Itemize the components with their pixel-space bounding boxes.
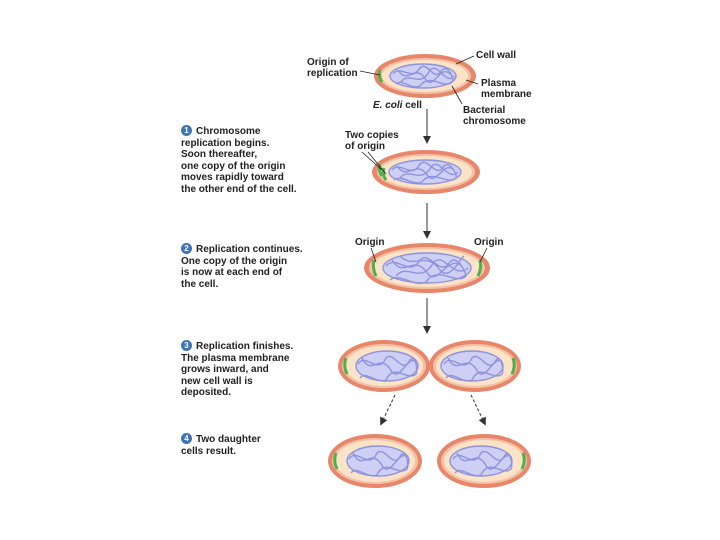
flow-arrows bbox=[380, 109, 486, 426]
label-plasma-membrane-line-1: Plasma bbox=[481, 78, 517, 89]
ecoli-cell-step-2 bbox=[364, 243, 490, 293]
step-3-line-4: new cell wall is bbox=[181, 375, 253, 387]
step-number-badge: 1 bbox=[181, 125, 192, 136]
bacterial-chromosome bbox=[389, 63, 457, 89]
bacterial-chromosome bbox=[388, 159, 462, 185]
label-two-copies-line-2: of origin bbox=[345, 141, 385, 152]
bacterial-chromosome bbox=[449, 445, 513, 477]
step-1-line-1: Chromosome bbox=[196, 126, 261, 137]
bacterial-chromosome-right bbox=[440, 350, 504, 382]
step-3-line-2: The plasma membrane bbox=[181, 352, 290, 364]
step-1-line-3: Soon thereafter, bbox=[181, 149, 258, 160]
step-1-description: 1 Chromosome replication begins. Soon the… bbox=[181, 125, 331, 195]
bacterial-chromosome bbox=[382, 252, 472, 285]
step-1-line-5: moves rapidly toward bbox=[181, 172, 284, 183]
bacterial-chromosome-left bbox=[355, 350, 419, 382]
step-number-badge: 2 bbox=[181, 243, 192, 254]
origin-marker bbox=[343, 357, 349, 375]
arrow-to-daughter-right bbox=[470, 394, 486, 426]
origin-marker bbox=[510, 357, 516, 375]
ecoli-cell-step-1 bbox=[372, 150, 480, 194]
label-plasma-membrane-line-2: membrane bbox=[481, 89, 532, 100]
bacterial-chromosome bbox=[346, 445, 410, 477]
label-cell-wall: Cell wall bbox=[476, 50, 517, 61]
ecoli-cell-initial bbox=[374, 54, 476, 98]
label-bacterial-chromosome-line-1: Bacterial bbox=[463, 105, 506, 116]
step-3-line-1: Replication finishes. bbox=[196, 341, 294, 352]
origin-marker bbox=[333, 452, 339, 470]
step-1-line-2: replication begins. bbox=[181, 137, 270, 149]
step-2-line-4: the cell. bbox=[181, 278, 219, 290]
origin-marker bbox=[377, 69, 384, 83]
label-bacterial-chromosome-line-2: chromosome bbox=[463, 116, 526, 127]
label-ecoli-cell: E. coli cell bbox=[373, 100, 422, 111]
label-origin-of-replication-line-2: replication bbox=[307, 68, 358, 79]
label-two-copies-of-origin: Two copies of origin bbox=[345, 130, 399, 152]
step-number-badge: 4 bbox=[181, 433, 192, 444]
step-4-description: 4 Two daughter cells result. bbox=[181, 433, 331, 457]
step-3-line-3: grows inward, and bbox=[181, 364, 269, 375]
step-number-badge: 3 bbox=[181, 340, 192, 351]
step-4-line-2: cells result. bbox=[181, 445, 237, 457]
ecoli-cell-step-3 bbox=[338, 340, 521, 392]
arrow-to-daughter-left bbox=[380, 394, 396, 426]
origin-marker bbox=[377, 163, 384, 177]
label-origin-right: Origin bbox=[474, 237, 504, 248]
step-2-line-1: Replication continues. bbox=[196, 244, 303, 255]
label-leaders bbox=[359, 55, 488, 263]
label-origin-left: Origin bbox=[355, 237, 385, 248]
origin-marker bbox=[371, 259, 378, 277]
origin-marker bbox=[520, 452, 526, 470]
origin-marker bbox=[381, 167, 388, 181]
step-1-line-6: the other end of the cell. bbox=[181, 183, 297, 195]
label-origin-of-replication-line-1: Origin of bbox=[307, 57, 349, 68]
step-4-line-1: Two daughter bbox=[196, 434, 261, 445]
daughter-cell-right bbox=[437, 434, 531, 488]
label-ecoli-italic: E. coli bbox=[373, 100, 403, 111]
label-two-copies-line-1: Two copies bbox=[345, 130, 399, 141]
step-2-line-2: One copy of the origin bbox=[181, 255, 288, 267]
daughter-cell-left bbox=[328, 434, 422, 488]
label-ecoli-rest: cell bbox=[402, 100, 422, 111]
step-3-description: 3 Replication finishes. The plasma membra… bbox=[181, 340, 331, 399]
label-bacterial-chromosome: Bacterial chromosome bbox=[463, 105, 526, 127]
step-3-line-5: deposited. bbox=[181, 387, 232, 398]
step-2-line-3: is now at each end of bbox=[181, 267, 283, 278]
label-origin-of-replication: Origin of replication bbox=[307, 57, 358, 79]
step-1-line-4: one copy of the origin bbox=[181, 160, 286, 172]
step-2-description: 2 Replication continues. One copy of the … bbox=[181, 243, 331, 290]
label-plasma-membrane: Plasma membrane bbox=[481, 78, 532, 100]
